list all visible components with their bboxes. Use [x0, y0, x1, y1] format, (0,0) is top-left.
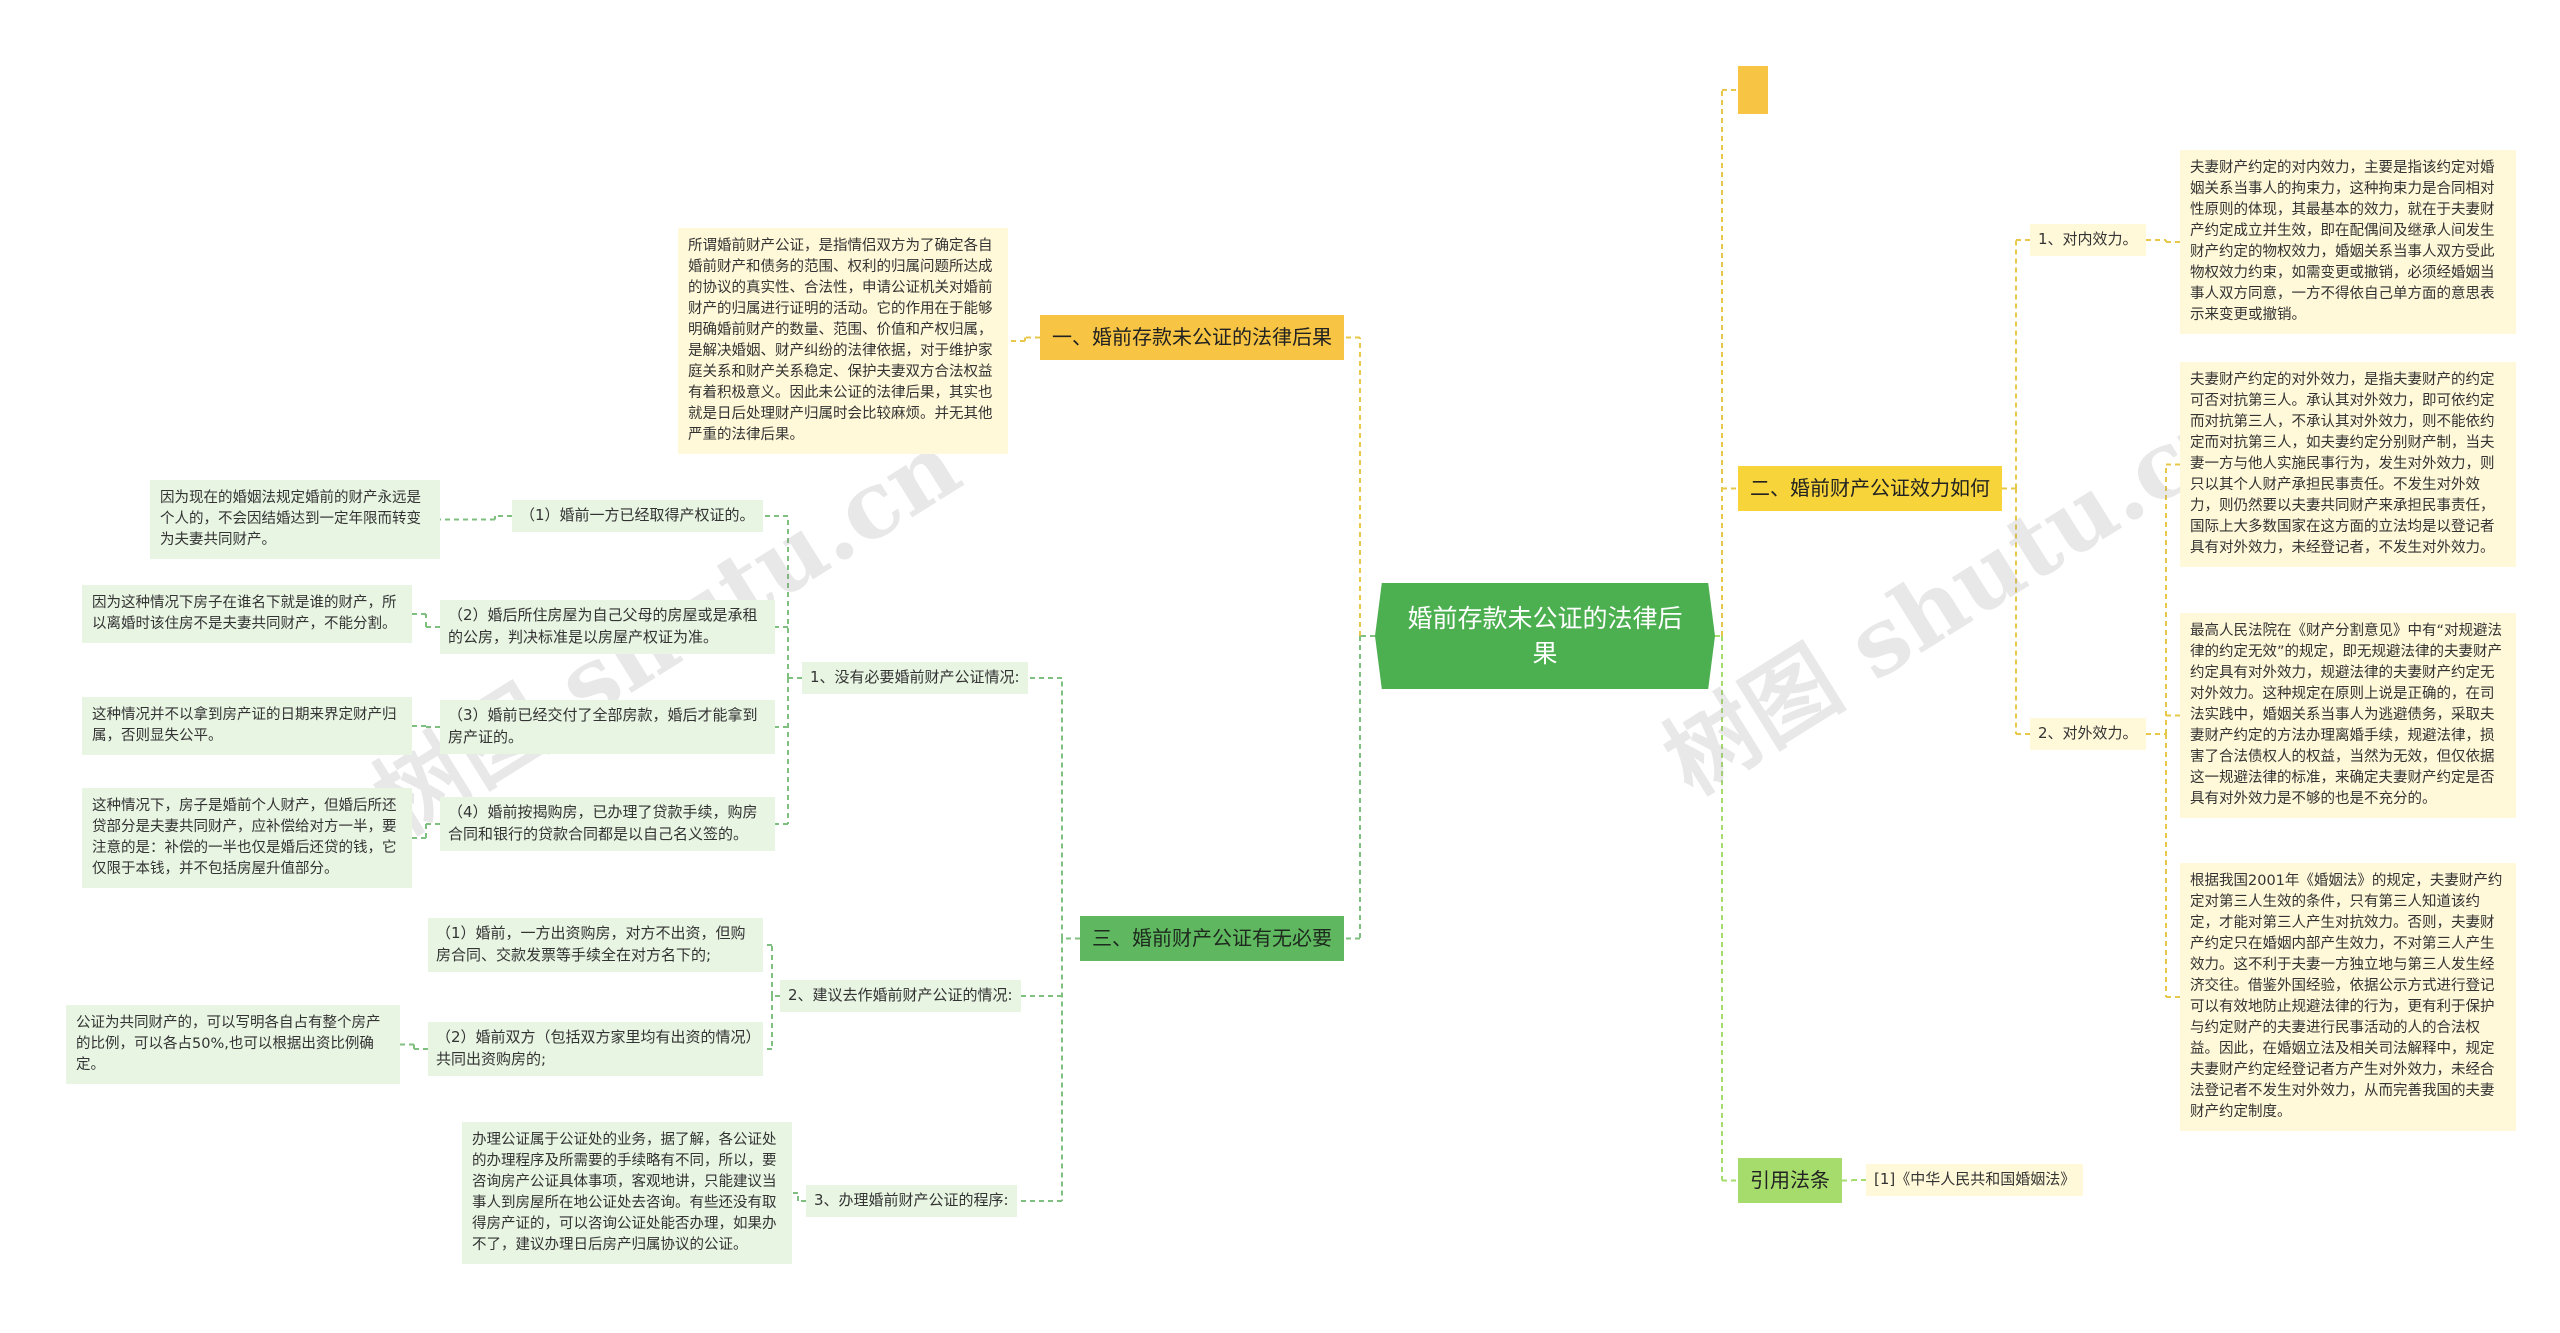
topic-effect[interactable]: 二、婚前财产公证效力如何: [1738, 466, 2002, 511]
topic-necessity[interactable]: 三、婚前财产公证有无必要: [1080, 916, 1344, 961]
orange-marker: [1738, 66, 1768, 114]
root-topic[interactable]: 婚前存款未公证的法律后果: [1375, 583, 1715, 689]
subtopic-internal-effect[interactable]: 1、对内效力。: [2030, 224, 2146, 256]
external-effect-detail-1: 夫妻财产约定的对外效力，是指夫妻财产的约定可否对抗第三人。承认其对外效力，即可依…: [2180, 362, 2516, 568]
item-unnecessary-2-detail: 因为这种情况下房子在谁名下就是谁的财产，所以离婚时该住房不是夫妻共同财产，不能分…: [82, 585, 412, 644]
subtopic-procedure-detail: 办理公证属于公证处的业务，据了解，各公证处的办理程序及所需要的手续略有不同，所以…: [462, 1122, 792, 1265]
external-effect-detail-3: 根据我国2001年《婚姻法》的规定，夫妻财产约定对第三人生效的条件，只有第三人知…: [2180, 863, 2516, 1132]
item-recommended-2[interactable]: （2）婚前双方（包括双方家里均有出资的情况）共同出资购房的;: [428, 1022, 763, 1076]
item-unnecessary-3-detail: 这种情况并不以拿到房产证的日期来界定财产归属，否则显失公平。: [82, 697, 412, 756]
subtopic-unnecessary[interactable]: 1、没有必要婚前财产公证情况:: [802, 662, 1028, 694]
item-recommended-2-detail: 公证为共同财产的，可以写明各自占有整个房产的比例，可以各占50%,也可以根据出资…: [66, 1005, 400, 1085]
item-unnecessary-1[interactable]: （1）婚前一方已经取得产权证的。: [512, 500, 763, 532]
item-recommended-1[interactable]: （1）婚前，一方出资购房，对方不出资，但购房合同、交款发票等手续全在对方名下的;: [428, 918, 763, 972]
item-unnecessary-3[interactable]: （3）婚前已经交付了全部房款，婚后才能拿到房产证的。: [440, 700, 775, 754]
item-unnecessary-4-detail: 这种情况下，房子是婚前个人财产，但婚后所还贷部分是夫妻共同财产，应补偿给对方一半…: [82, 788, 412, 889]
item-unnecessary-4[interactable]: （4）婚前按揭购房，已办理了贷款手续，购房合同和银行的贷款合同都是以自己名义签的…: [440, 797, 775, 851]
cited-law-reference[interactable]: [1]《中华人民共和国婚姻法》: [1866, 1164, 2084, 1196]
topic-legal-consequences[interactable]: 一、婚前存款未公证的法律后果: [1040, 315, 1344, 360]
topic-cited-law[interactable]: 引用法条: [1738, 1158, 1842, 1203]
subtopic-recommended[interactable]: 2、建议去作婚前财产公证的情况:: [780, 980, 1021, 1012]
subtopic-procedure[interactable]: 3、办理婚前财产公证的程序:: [806, 1185, 1017, 1217]
item-unnecessary-2[interactable]: （2）婚后所住房屋为自己父母的房屋或是承租的公房，判决标准是以房屋产权证为准。: [440, 600, 775, 654]
topic-legal-consequences-detail: 所谓婚前财产公证，是指情侣双方为了确定各自婚前财产和债务的范围、权利的归属问题所…: [678, 228, 1008, 455]
item-unnecessary-1-detail: 因为现在的婚姻法规定婚前的财产永远是个人的，不会因结婚达到一定年限而转变为夫妻共…: [150, 480, 440, 560]
external-effect-detail-2: 最高人民法院在《财产分割意见》中有“对规避法律的约定无效”的规定，即无规避法律的…: [2180, 613, 2516, 819]
subtopic-external-effect[interactable]: 2、对外效力。: [2030, 718, 2146, 750]
internal-effect-detail: 夫妻财产约定的对内效力，主要是指该约定对婚姻关系当事人的拘束力，这种拘束力是合同…: [2180, 150, 2516, 335]
